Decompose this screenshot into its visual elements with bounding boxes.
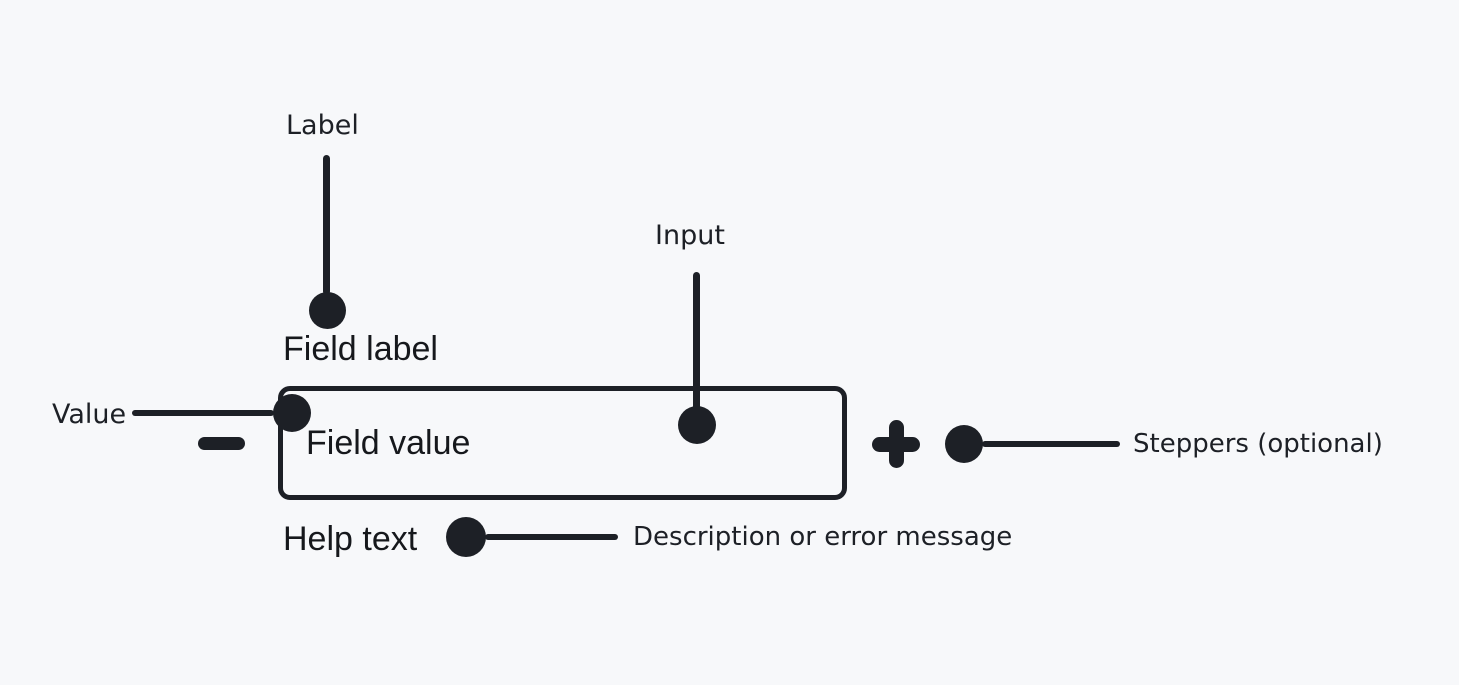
minus-icon[interactable] <box>198 437 245 450</box>
field-label: Field label <box>283 330 438 368</box>
value-connector-line <box>132 410 274 416</box>
field-value-text: Field value <box>306 424 471 462</box>
label-connector-line <box>323 155 330 295</box>
number-input-field[interactable] <box>278 386 847 500</box>
annotation-steppers: Steppers (optional) <box>1133 429 1383 459</box>
value-marker-dot <box>273 394 311 432</box>
label-marker-dot <box>309 292 346 329</box>
help-text: Help text <box>283 520 418 558</box>
plus-icon[interactable] <box>872 420 920 468</box>
steppers-connector-line <box>982 441 1120 447</box>
input-marker-dot <box>678 406 716 444</box>
plus-icon-horizontal-bar <box>872 436 920 452</box>
annotation-input: Input <box>655 220 725 251</box>
annotation-help-description: Description or error message <box>633 522 1013 552</box>
help-marker-dot <box>446 517 486 557</box>
annotation-value: Value <box>52 399 127 430</box>
steppers-marker-dot <box>945 425 983 463</box>
input-connector-line <box>693 272 700 412</box>
help-connector-line <box>485 534 618 540</box>
annotation-label: Label <box>286 110 359 141</box>
